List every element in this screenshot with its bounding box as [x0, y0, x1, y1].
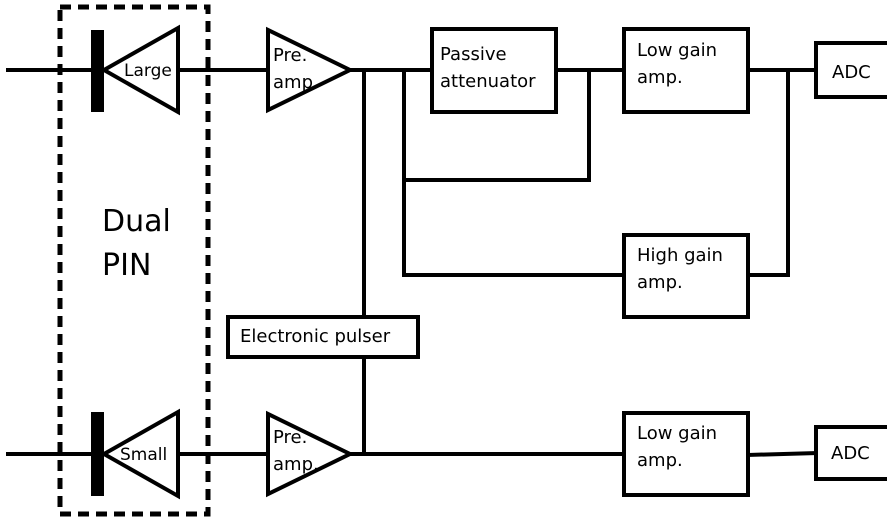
diode-large-cathode-bar [91, 30, 104, 112]
adc-bottom-label: ADC [831, 443, 870, 464]
pulser-box [226, 315, 420, 359]
high-gain-box [622, 233, 750, 319]
diode-large-label: Large [124, 61, 172, 81]
diode-small-symbol [99, 408, 180, 500]
high-gain-label: High gain amp. [637, 245, 723, 293]
adc-top-box [814, 41, 887, 99]
passive-attenuator-box [430, 27, 558, 114]
preamp-bottom-label: Pre. amp. [273, 427, 319, 475]
low-gain-bottom-box [622, 411, 750, 497]
diode-small-label: Small [120, 445, 168, 465]
low-gain-bottom-label: Low gain amp. [637, 423, 718, 471]
preamp-bottom-symbol [266, 410, 355, 498]
low-gain-top-label: Low gain amp. [637, 40, 718, 88]
diode-large-symbol [99, 24, 180, 116]
low-gain-top-box [622, 27, 750, 114]
dual-pin-label: Dual PIN [102, 204, 171, 283]
diode-small-cathode-bar [91, 412, 104, 496]
wire-lowgain-to-adc-bottom [745, 450, 819, 458]
passive-attenuator-label: Passive attenuator [440, 44, 536, 92]
adc-bottom-box [814, 425, 887, 481]
adc-top-label: ADC [832, 62, 871, 83]
pulser-label: Electronic pulser [240, 326, 391, 347]
preamp-top-label: Pre. amp. [273, 45, 319, 93]
preamp-top-symbol [266, 26, 355, 114]
dual-pin-group-border [57, 4, 211, 517]
